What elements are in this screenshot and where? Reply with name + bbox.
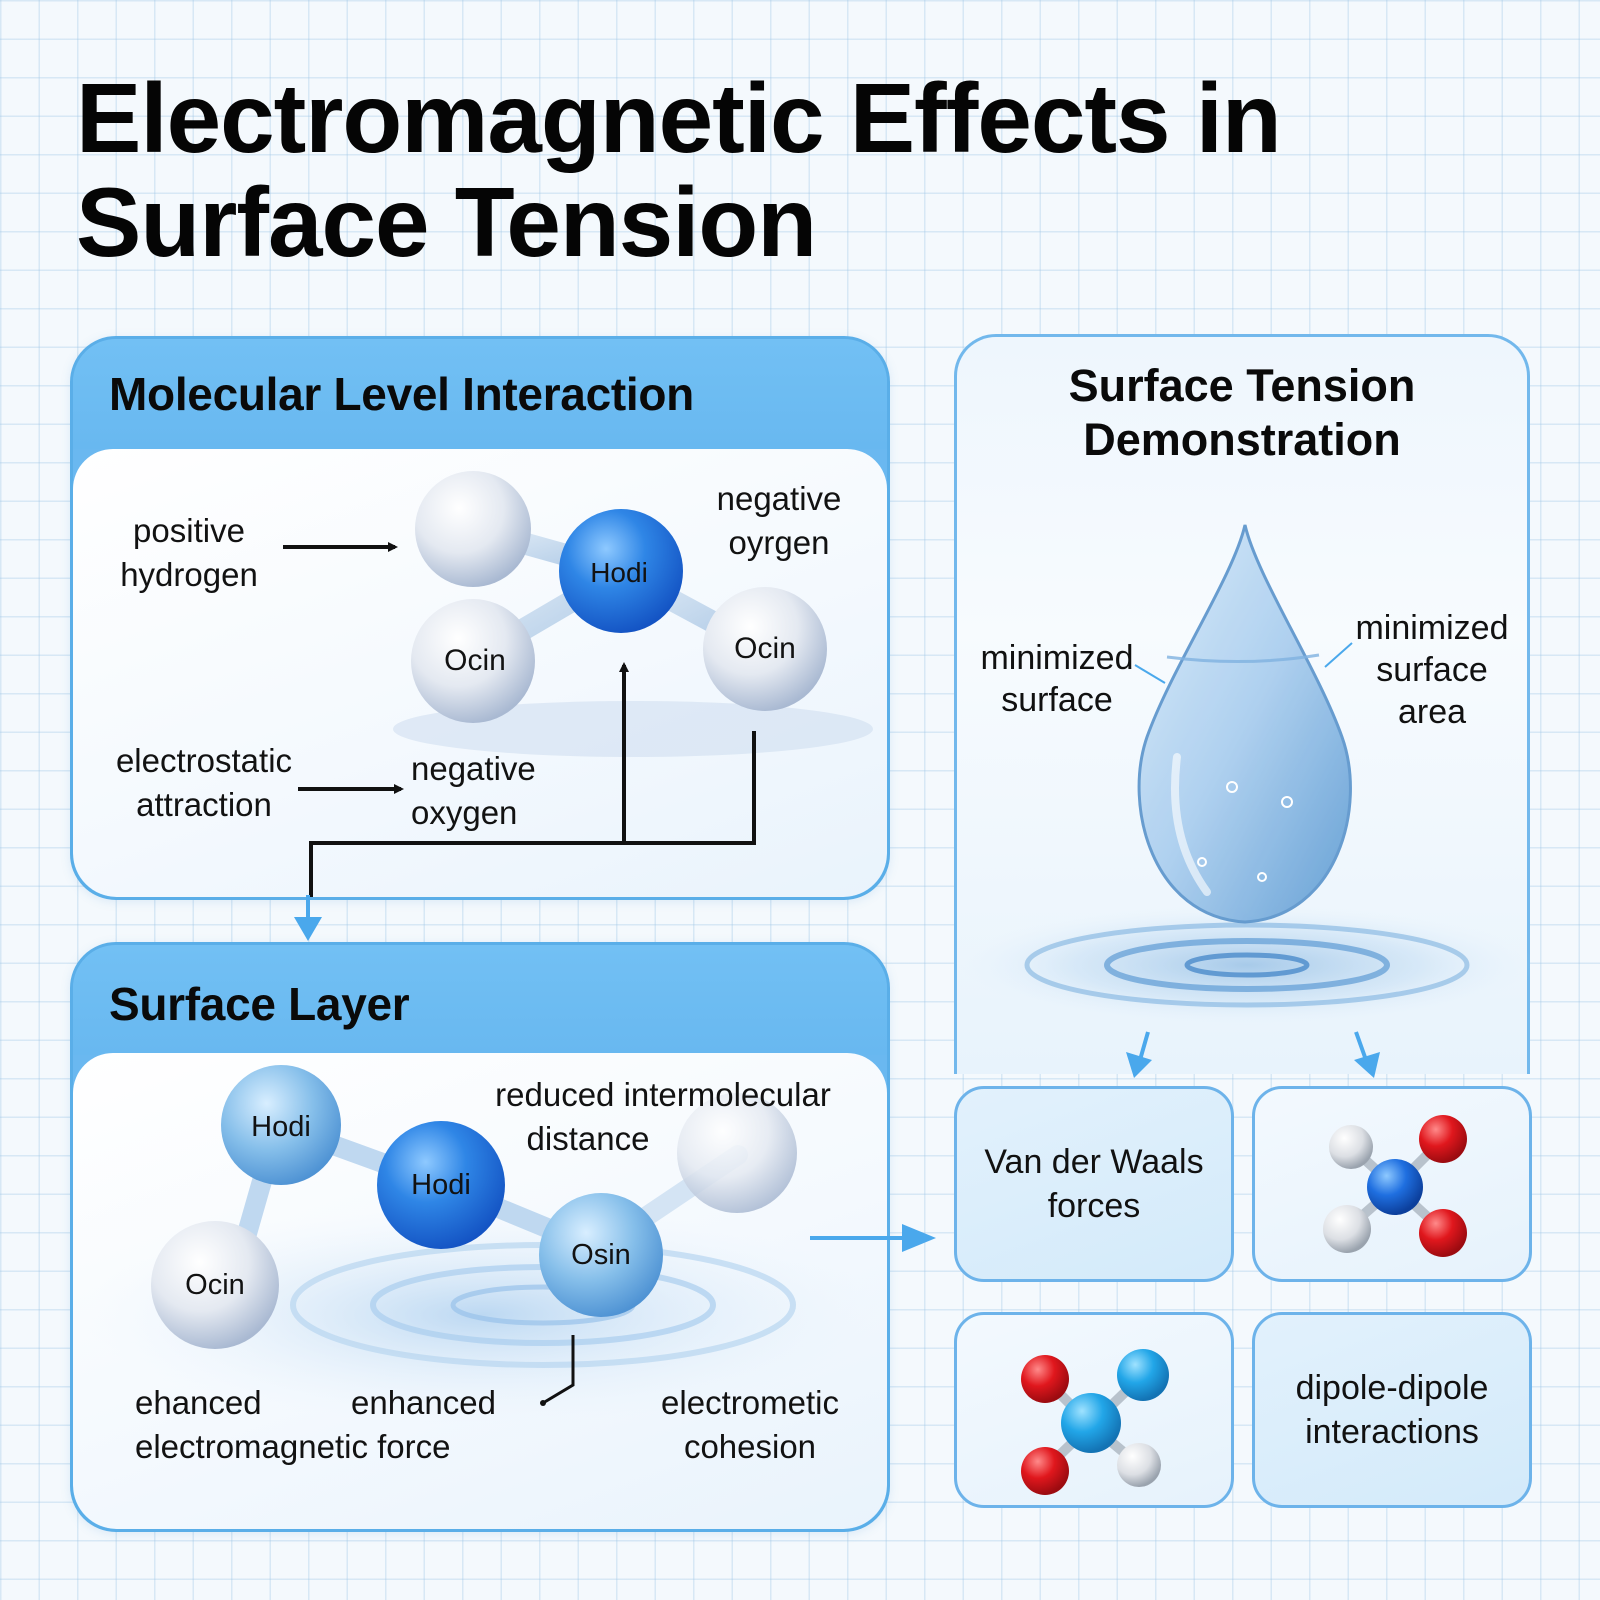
van-der-waals-card: Van der Waals forces [954, 1086, 1234, 1282]
atom-label: Ocin [734, 632, 796, 665]
molecular-level-panel: Molecular Level Interaction [70, 336, 890, 900]
molecule-card-cyan [954, 1312, 1234, 1508]
minimized-surface-label: minimized surface [980, 639, 1134, 719]
droplet [1137, 524, 1352, 924]
surface-layer-title: Surface Layer [109, 978, 410, 1030]
card-text: Van der Waals forces [984, 1143, 1204, 1225]
atom-label: Hodi [590, 557, 648, 588]
molecular-panel-title: Molecular Level Interaction [109, 368, 694, 420]
electromagnetic-force-label: electromagnetic force [135, 1428, 451, 1465]
flow-arrow-down-icon [294, 895, 322, 941]
title-line-1: Electromagnetic Effects in [76, 63, 1282, 173]
flow-arrow-down-right-icon [1354, 1031, 1380, 1078]
electrometic-cohesion-label: electrometic cohesion [661, 1384, 839, 1465]
electrostatic-attraction-label: electrostatic attraction [115, 742, 293, 823]
negative-oxygen-label: negative oyrgen [716, 480, 842, 561]
panel-header [73, 945, 887, 1055]
page-title: Electromagnetic Effects in Surface Tensi… [76, 66, 1556, 274]
ehanced-label: ehanced [135, 1384, 262, 1421]
atom-label: Ocin [185, 1269, 245, 1301]
flow-arrow-right-icon [810, 1224, 936, 1252]
card-text: dipole-dipole interactions [1295, 1369, 1489, 1451]
dipole-dipole-card: dipole-dipole interactions [1252, 1312, 1532, 1508]
reduced-distance-label: reduced intermolecular distance [495, 1076, 831, 1157]
atom-label: Ocin [444, 644, 506, 677]
minimized-surface-area-label: minimized surface area [1355, 609, 1509, 731]
atom-label: Osin [571, 1239, 631, 1271]
molecule-card-blue [1252, 1086, 1532, 1282]
molecule-blue-red-white-icon [1323, 1115, 1467, 1257]
atom-label: Hodi [411, 1169, 471, 1201]
positive-hydrogen-label: positive hydrogen [120, 512, 258, 593]
flow-arrow-down-left-icon [1126, 1031, 1152, 1078]
surface-layer-panel: Surface Layer [70, 942, 890, 1532]
negative-oxygen-label: negative oxygen [411, 750, 536, 831]
demo-title: Surface Tension Demonstration [1068, 360, 1416, 465]
molecule-cyan-red-white-icon [1021, 1349, 1169, 1495]
title-line-2: Surface Tension [76, 167, 817, 277]
enhanced-label: enhanced [351, 1384, 496, 1421]
surface-tension-demo-panel: Surface Tension Demonstration [954, 334, 1533, 1074]
atom-label: Hodi [251, 1111, 311, 1143]
panel-header [73, 339, 887, 449]
